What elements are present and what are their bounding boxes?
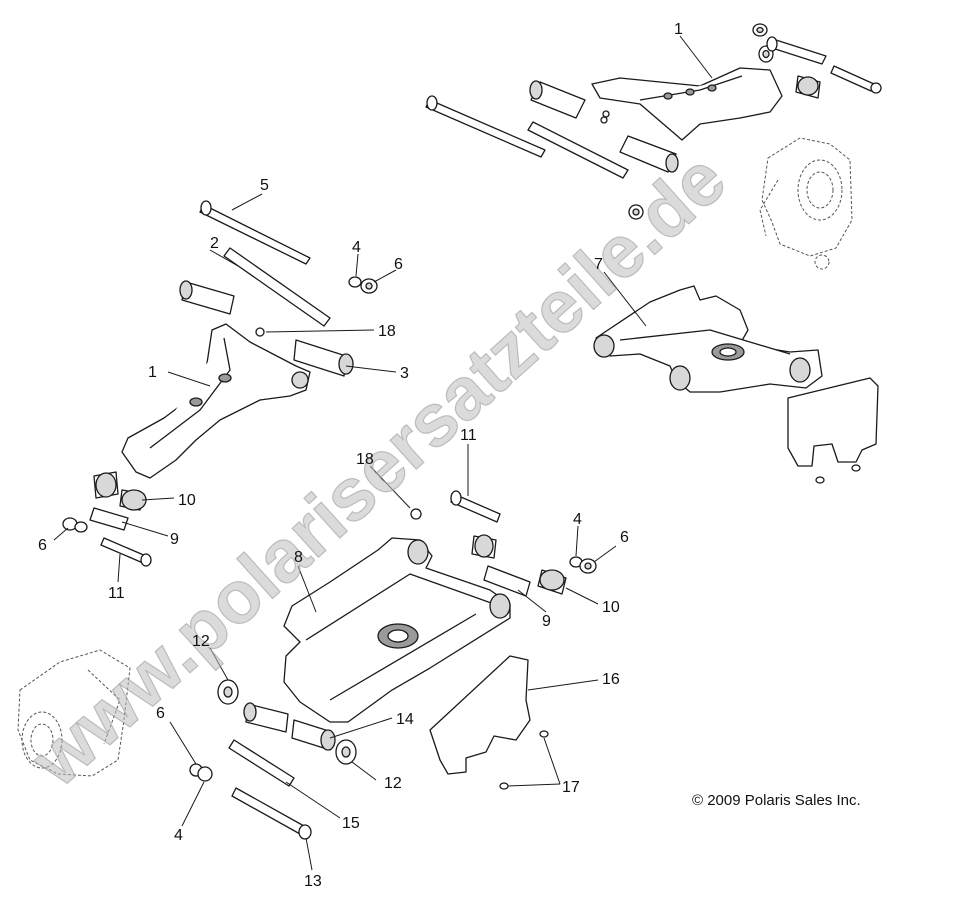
callout-6-left: 6 — [38, 537, 47, 554]
callout-1-top: 1 — [674, 21, 683, 38]
bushing-sleeve-top-b — [619, 135, 679, 173]
callout-labels: 1 1 2 3 4 4 4 5 6 6 6 6 7 8 9 9 10 10 11… — [38, 21, 683, 890]
grease-fitting-18-upper — [255, 327, 265, 337]
copyright-notice: © 2009 Polaris Sales Inc. — [692, 792, 861, 809]
callout-18-upper: 18 — [378, 323, 396, 340]
nut-mid-right — [628, 204, 644, 220]
callout-9-mid: 9 — [542, 613, 551, 630]
upper-control-arm-top — [591, 67, 783, 141]
bushing-sleeve-left — [179, 280, 235, 315]
sleeve-3 — [293, 339, 354, 377]
callout-12-upper: 12 — [192, 633, 210, 650]
callout-7: 7 — [594, 256, 603, 273]
lower-control-arm-right — [593, 285, 823, 393]
callout-11-mid: 11 — [460, 427, 477, 444]
callout-4-upper: 4 — [352, 239, 361, 256]
washer-12-lower — [335, 739, 357, 765]
lower-control-arm-left — [283, 537, 511, 723]
bolt-pin-top-right — [766, 36, 827, 65]
bushing-mid-right — [471, 534, 497, 559]
callout-5: 5 — [260, 177, 269, 194]
callout-18-mid: 18 — [356, 451, 374, 468]
leader-lines — [53, 35, 713, 871]
knuckle-ghost-left — [17, 649, 131, 777]
callout-8: 8 — [294, 549, 303, 566]
callout-2: 2 — [210, 235, 219, 252]
callout-14: 14 — [396, 711, 414, 728]
skid-plate-right — [787, 377, 879, 467]
callout-4-mid: 4 — [573, 511, 582, 528]
callout-9-left: 9 — [170, 531, 179, 548]
callout-13: 13 — [304, 873, 322, 890]
watermark-text: www.polarisersatzteile.de — [14, 137, 741, 803]
long-bolt-5 — [199, 200, 311, 265]
screws-17 — [499, 730, 549, 790]
callout-1-left: 1 — [148, 364, 157, 381]
washer-4-upper — [348, 276, 362, 288]
knuckle-ghost-right — [759, 137, 853, 270]
screw-top-right — [830, 65, 882, 94]
washer-nut-6-left — [62, 517, 88, 533]
washer-12-upper — [217, 679, 239, 705]
callout-11-left: 11 — [108, 585, 125, 602]
callout-6-lower: 6 — [156, 705, 165, 722]
callout-12-lower: 12 — [384, 775, 402, 792]
bushing-top-right — [795, 75, 821, 99]
washer-nut-6-lower — [189, 763, 213, 782]
pivot-tube-top — [527, 121, 629, 179]
callout-3: 3 — [400, 365, 409, 382]
callout-15: 15 — [342, 815, 360, 832]
nut-6-upper — [360, 278, 378, 294]
bolt-11-mid — [450, 490, 501, 523]
bushing-sleeve-top-a — [529, 80, 586, 119]
upper-control-arm-left — [121, 323, 311, 479]
callout-10-left: 10 — [178, 492, 196, 509]
bushing-10-mid — [537, 569, 567, 595]
callout-10-mid: 10 — [602, 599, 620, 616]
pivot-tube-2 — [223, 247, 331, 327]
bolt-11-left — [100, 537, 152, 567]
pivot-tube-15 — [228, 739, 295, 787]
nut-top-right — [752, 23, 768, 37]
callout-6-upper: 6 — [394, 256, 403, 273]
callout-6-mid: 6 — [620, 529, 629, 546]
plate-screws-right — [815, 464, 861, 484]
bolt-13 — [231, 787, 312, 840]
callout-17: 17 — [562, 779, 580, 796]
small-fitting-top — [600, 110, 610, 124]
sleeve-14 — [291, 719, 336, 751]
bushing-left-upper — [93, 471, 119, 499]
nut-6-mid — [579, 558, 597, 574]
bushing-sleeve-lower — [243, 702, 289, 733]
callout-16: 16 — [602, 671, 620, 688]
sleeve-9-left — [89, 507, 129, 531]
long-pivot-bolt-top — [425, 95, 546, 158]
callout-4-lower: 4 — [174, 827, 183, 844]
grease-fitting-18-mid — [410, 508, 422, 520]
skid-plate-16 — [429, 655, 531, 775]
